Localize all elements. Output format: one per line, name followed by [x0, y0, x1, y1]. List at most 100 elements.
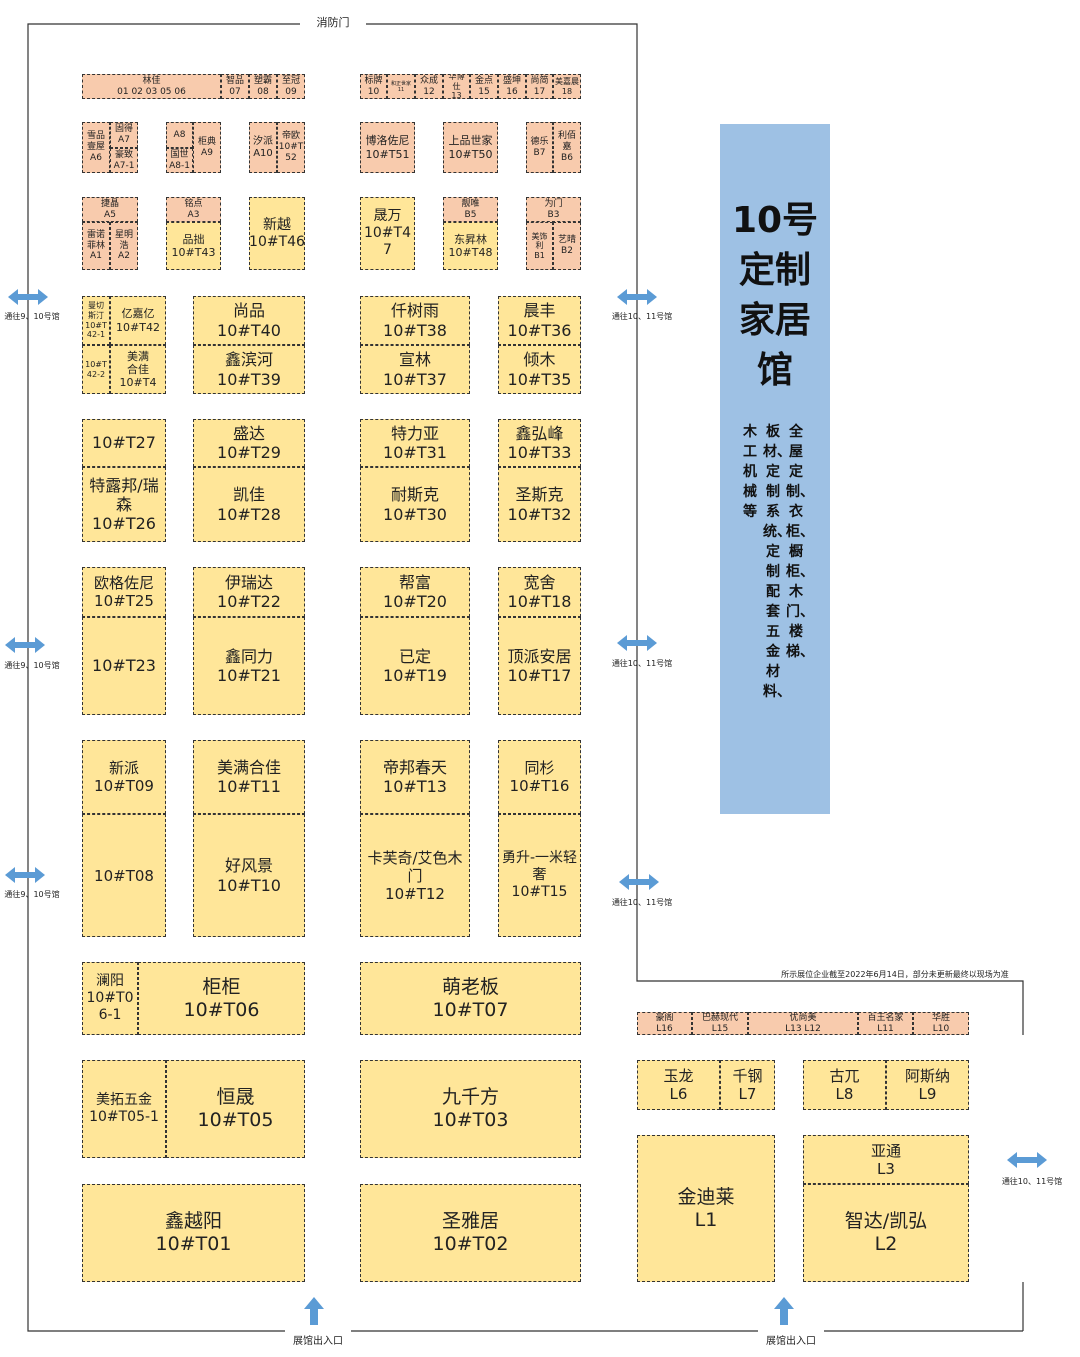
booth-text: 优尚美	[789, 1012, 817, 1023]
booth-text: 萌老板	[441, 975, 499, 998]
booth-text: 帮富	[398, 572, 431, 592]
booth-text: 01 02 03 05 06	[117, 86, 186, 97]
booth-text: 10#T29	[217, 443, 281, 462]
exit-label-10-11-c: 通往10、11号馆	[611, 898, 673, 907]
booth-text: 恒晟	[216, 1086, 255, 1109]
booth-text: 合佳	[127, 362, 149, 376]
booth-text: 和正世家	[390, 80, 411, 87]
booth-text: 亚通	[870, 1141, 901, 1160]
booth-text: 艺晴	[557, 235, 576, 246]
booth-text: 伊瑞达	[224, 572, 273, 592]
booth-text: 10#T0	[86, 990, 134, 1007]
booth-text: 浩	[119, 240, 129, 251]
booth-text: L15	[711, 1023, 729, 1034]
exit-label-10-11-a: 通往10、11号馆	[611, 312, 673, 321]
booth-text: 10#T36	[507, 320, 572, 340]
booth-t23: 10#T23	[82, 617, 166, 715]
booth-text: 晟万	[373, 208, 402, 225]
booth-text: 新派	[108, 759, 139, 777]
booth-text: 10#T42	[116, 320, 160, 334]
booth-text: 10#T33	[507, 443, 572, 462]
booth-text: 晨丰	[523, 301, 556, 321]
booth-text: 汐派	[253, 135, 273, 147]
exit-label-10-11-d: 通往10、11号馆	[1001, 1177, 1063, 1186]
booth-text: 欧格佐尼	[93, 574, 154, 592]
booth-text: 10#T19	[383, 666, 447, 685]
booth-text: 10#T50	[448, 147, 493, 161]
booth-text: 德乐	[530, 136, 549, 147]
booth-text: A6	[90, 152, 102, 163]
booth-text: B6	[561, 152, 573, 163]
booth-text: 柜柜	[202, 975, 241, 998]
booth-text: L10	[932, 1023, 950, 1034]
booth-text: 倾木	[523, 350, 556, 370]
booth-text: 百王名家	[867, 1012, 904, 1023]
booth-text: 09	[285, 86, 297, 97]
booth-text: 智达/凯弘	[844, 1210, 928, 1233]
booth-text: A8	[173, 129, 186, 140]
booth-text: 鑫越阳	[164, 1210, 222, 1233]
booth-text: 帝邦春天	[382, 757, 447, 777]
booth-text: 已定	[398, 646, 431, 666]
booth-text: 标牌	[364, 75, 383, 86]
booth-text: 华胜	[931, 1012, 950, 1023]
booth-s2d: A8	[166, 122, 193, 148]
booth-text: 10#T08	[94, 866, 154, 885]
booth-text: 耐斯克	[390, 485, 439, 505]
booth-text: 10#T10	[217, 875, 281, 895]
booth-text: 15	[478, 86, 490, 97]
booth-text: 曼切	[88, 301, 104, 311]
exit-label-9-10-c: 通往9、10号馆	[4, 890, 60, 899]
arrow-10-11-a-icon	[617, 289, 657, 305]
booth-text: 勇升-一米轻	[501, 850, 578, 867]
booth-text: 10#T51	[365, 147, 410, 161]
booth-text: 42-1	[86, 330, 106, 340]
booth-text: L9	[918, 1085, 937, 1103]
booth-text: A9	[201, 147, 213, 158]
booth-text: 亿嘉亿	[121, 307, 155, 321]
booth-text: 10	[367, 86, 380, 97]
booth-text: 鑫弘峰	[515, 423, 564, 443]
booth-text: 10#T26	[92, 514, 156, 534]
booth-text: 利	[535, 241, 544, 251]
booth-text: L13 L12	[785, 1023, 821, 1034]
booth-text: 顶派安居	[507, 646, 572, 666]
booth-text: A8-1	[169, 160, 190, 171]
booth-text: 10#T4	[363, 225, 411, 242]
booth-text: A2	[118, 251, 130, 262]
hall-title-4: 馆	[756, 350, 793, 391]
booth-text: 宽舍	[523, 572, 556, 592]
booth-text: 10#T17	[507, 666, 572, 685]
booth-text: B5	[464, 209, 477, 220]
entrance-arrow-b-icon	[774, 1297, 794, 1325]
booth-text: 6-1	[98, 1006, 122, 1023]
booth-text: 圣斯克	[515, 485, 564, 505]
booth-text: 仟树雨	[390, 301, 439, 321]
fire-door-label: 消防门	[300, 14, 366, 30]
